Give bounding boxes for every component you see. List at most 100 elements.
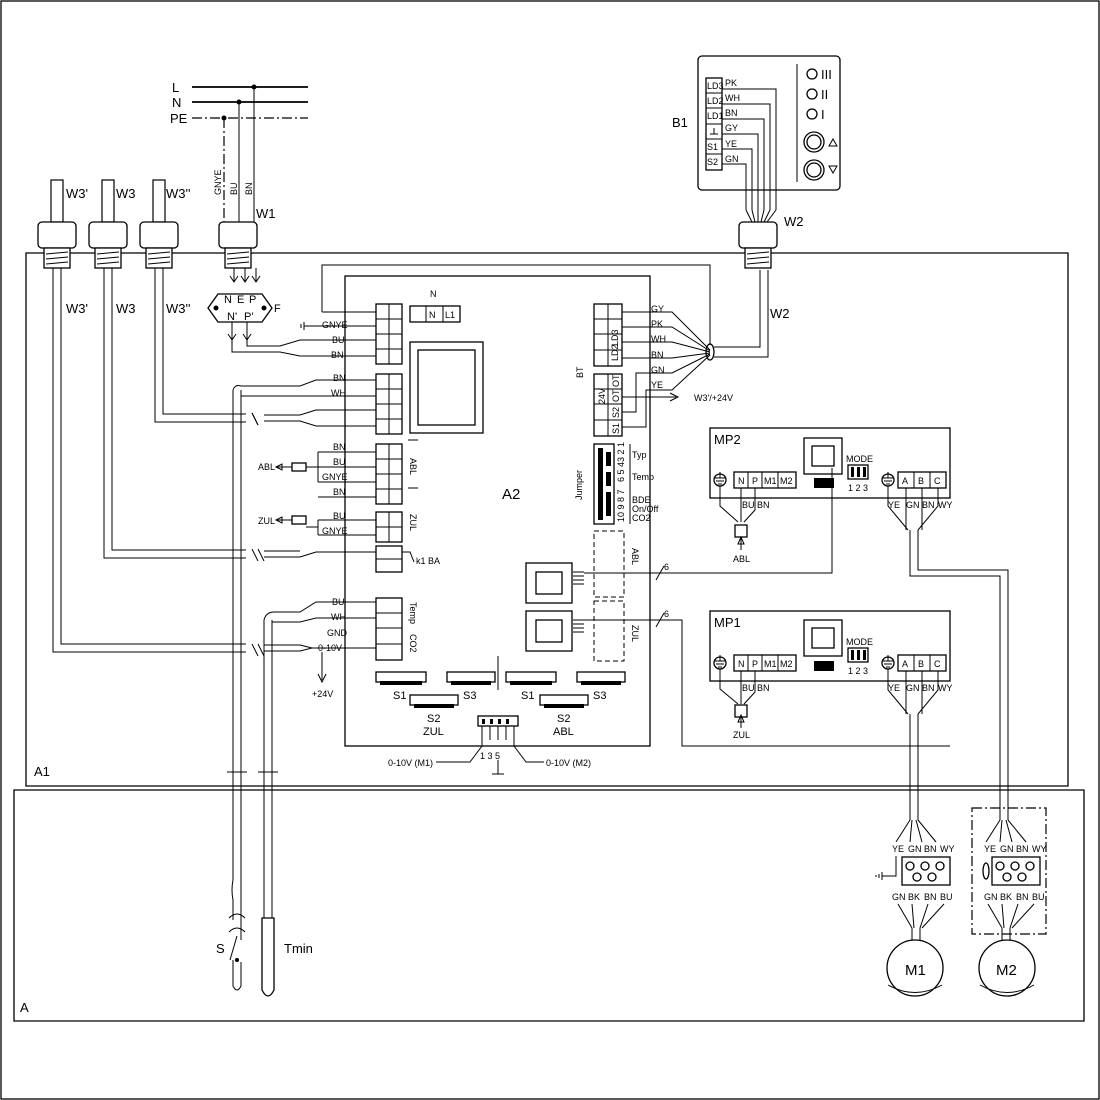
m2-bot-gn: GN — [984, 892, 998, 902]
label-pe: PE — [170, 111, 188, 126]
supply-lines: L N PE GNYE BU BN W1 — [170, 80, 308, 225]
rj-socket-abl — [525, 562, 573, 604]
m1-top-wy: WY — [940, 844, 955, 854]
sensor-plus24: +24V — [312, 689, 333, 699]
filter-n: N — [224, 294, 232, 306]
gland-label-w3pp-top: W3'' — [166, 186, 190, 201]
motor-m2: M2 — [978, 939, 1036, 997]
zul-wire-1: BU — [333, 511, 346, 521]
b1-level-3: III — [821, 67, 832, 82]
m1-bot-bn: BN — [924, 892, 937, 902]
b1-pin-s1: S1 — [707, 142, 718, 152]
b1-unit: B1 LD3 LD2 LD1 S1 S2 PK WH BN GY YE GN I… — [672, 55, 841, 223]
switch-s2-abl: S2 — [557, 713, 570, 725]
bt-wire-ye: YE — [651, 380, 663, 390]
jumper-temp: Temp — [632, 472, 654, 482]
abl-block-label: ABL — [408, 458, 418, 475]
m1-bot-bk: BK — [908, 892, 920, 902]
zul-out-label: ZUL — [258, 516, 275, 526]
abl-wire-3: GNYE — [322, 472, 348, 482]
b1-wire-bn: BN — [725, 108, 738, 118]
a2-label: A2 — [502, 486, 520, 503]
jumper-onoff: On/Off — [632, 504, 659, 514]
b1-wire-gy: GY — [725, 123, 738, 133]
switch-s2-zul: S2 — [427, 713, 440, 725]
switch-s2-abl-sub: ABL — [553, 726, 574, 738]
mp1-out-ye: YE — [888, 683, 900, 693]
bt-pin-24v: 24V — [597, 388, 607, 404]
bt-pin-ld3: LD3 — [610, 329, 620, 346]
mp2-c: C — [934, 476, 941, 486]
filter-n2: N' — [227, 311, 237, 323]
b1-wire-ye: YE — [725, 139, 737, 149]
mp2-out-ye: YE — [888, 500, 900, 510]
zul-block-label: ZUL — [408, 514, 418, 531]
power-wire-bn: BN — [331, 350, 344, 360]
sensor-wire-wh: WH — [331, 612, 346, 622]
region-a1-label: A1 — [34, 764, 50, 779]
bt-pin-s2: S2 — [611, 407, 621, 418]
block-n-title: N — [430, 289, 437, 299]
w1-core-bu: BU — [229, 182, 239, 195]
mp2-a: A — [902, 476, 908, 486]
mp1-out-wy: WY — [938, 683, 953, 693]
gland-label-w2: W2 — [770, 306, 790, 321]
ba-label: k1 BA — [416, 556, 440, 566]
mp1-pin-n: N — [738, 659, 745, 669]
jumper-typ: Typ — [632, 450, 647, 460]
sensor-wire-010v: 0-10V — [318, 643, 342, 653]
m2-top-bn: BN — [1016, 844, 1029, 854]
mp1-module: MP1 N P M1 M2 MODE 1 2 3 A B C BU BN YE … — [709, 610, 953, 820]
b1-pin-ld1: LD1 — [707, 111, 724, 121]
label-l: L — [172, 80, 179, 95]
abl-wire-2: BU — [333, 457, 346, 467]
m2-bot-bu: BU — [1032, 892, 1045, 902]
mp1-tag: ZUL — [733, 730, 750, 740]
b1-wire-pk: PK — [725, 78, 737, 88]
gland-w1 — [218, 221, 258, 269]
m1-bot-gn: GN — [892, 892, 906, 902]
mp1-bottom-bn: BN — [757, 683, 770, 693]
mp2-tag: ABL — [733, 554, 750, 564]
mp1-c: C — [934, 659, 941, 669]
region-a-label: A — [20, 1000, 29, 1015]
mp1-a: A — [902, 659, 908, 669]
input-wire-bn: BN — [333, 373, 346, 383]
mp2-b: B — [918, 476, 924, 486]
gland-label-w3pp: W3'' — [166, 301, 190, 316]
m1-top-bn: BN — [924, 844, 937, 854]
mp1-pin-m1: M1 — [764, 659, 777, 669]
mp1-pin-p: P — [752, 659, 758, 669]
label-n: N — [172, 95, 181, 110]
bt-wire-gy: GY — [651, 304, 664, 314]
sensor-wire-gnd: GND — [327, 628, 348, 638]
conn-pins: 1 3 5 — [480, 751, 500, 761]
jumper-row-1: 3 2 1 — [616, 442, 626, 462]
mp2-out-gn: GN — [906, 500, 920, 510]
b1-wire-gn: GN — [725, 154, 739, 164]
rj-zul-count: 6 — [664, 609, 669, 619]
mp1-label: MP1 — [714, 615, 741, 630]
arrow-down-icon — [828, 165, 838, 175]
abl-out-label: ABL — [258, 462, 275, 472]
mp2-mode: MODE — [846, 454, 873, 464]
mp2-out-wy: WY — [938, 500, 953, 510]
filter-p2: P' — [244, 311, 253, 323]
motor-m1-label: M1 — [905, 962, 926, 979]
jumper-bde: BDE — [632, 495, 651, 505]
b1-pin-s2: S2 — [707, 157, 718, 167]
motor-m2-label: M2 — [996, 962, 1017, 979]
gland-label-w3p: W3' — [66, 301, 88, 316]
mp2-pin-m1: M1 — [764, 476, 777, 486]
switch-s3-left: S3 — [463, 690, 476, 702]
mp2-pin-n: N — [738, 476, 745, 486]
mp2-pin-p: P — [752, 476, 758, 486]
gland-w3p — [37, 179, 77, 269]
filter-e: E — [237, 294, 244, 306]
m2-bot-bk: BK — [1000, 892, 1012, 902]
jumper-title: Jumper — [574, 470, 584, 500]
mp2-out-bn: BN — [922, 500, 935, 510]
mp1-mode: MODE — [846, 637, 873, 647]
w1-core-bn: BN — [244, 182, 254, 195]
